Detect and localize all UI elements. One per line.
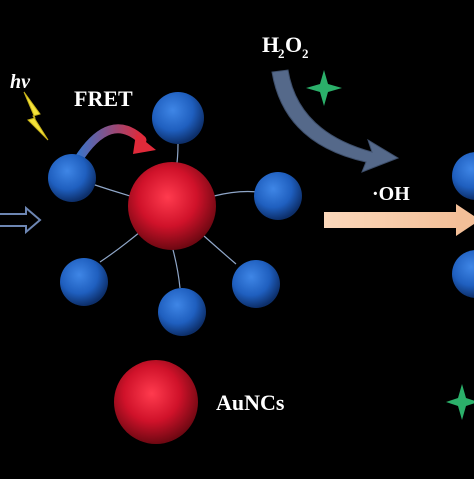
- blue-particle-left: [48, 154, 96, 202]
- blue-particle-top: [152, 92, 204, 144]
- h2o2-sub2: 2: [302, 46, 309, 61]
- h2o2-arrow: [271, 69, 400, 173]
- legend-aunc-swatch: [114, 360, 198, 444]
- lightning-icon: [23, 91, 49, 141]
- light-label: hv: [10, 71, 31, 93]
- sparkle-icon: [306, 70, 342, 106]
- blue-particle-right-edge-top: [452, 152, 474, 200]
- input-arrow: [0, 205, 42, 235]
- legend-aunc-label: AuNCs: [216, 390, 285, 415]
- aunc-core: [128, 162, 216, 250]
- fret-arrow: [73, 124, 156, 165]
- blue-particle-bottom: [158, 288, 206, 336]
- sparkle-icon-2: [446, 384, 474, 420]
- h2o2-o: O: [285, 32, 302, 57]
- hydroxyl-label: ·OH: [372, 183, 410, 205]
- h2o2-sub1: 2: [278, 46, 285, 61]
- fret-label: FRET: [74, 86, 133, 111]
- blue-particle-bottom-right: [232, 260, 280, 308]
- h2o2-h: H: [262, 32, 279, 57]
- h2o2-label: H 2 O 2: [262, 32, 309, 61]
- blue-particle-right-edge-bottom: [452, 250, 474, 298]
- blue-particle-right: [254, 172, 302, 220]
- blue-particle-bottom-left: [60, 258, 108, 306]
- hydroxyl-arrow: [324, 204, 474, 236]
